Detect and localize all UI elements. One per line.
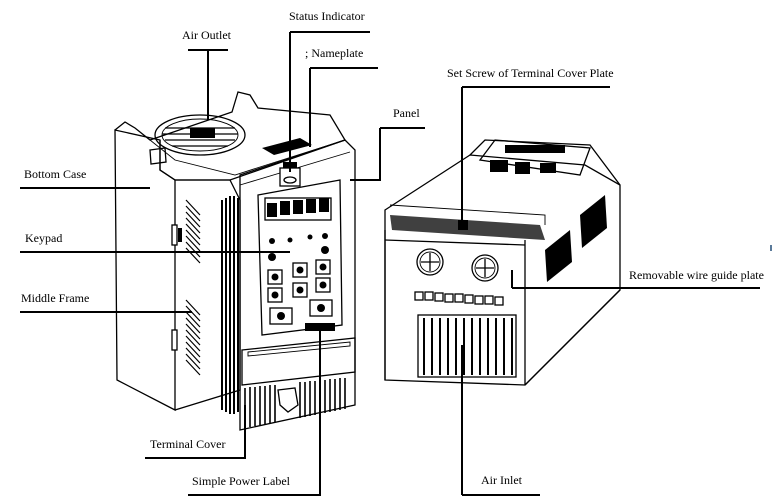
leader-terminal-cover bbox=[145, 405, 246, 459]
leader-simple-power-label bbox=[188, 330, 321, 496]
label-keypad: Keypad bbox=[25, 231, 63, 245]
air-outlet-fan-grille bbox=[154, 114, 246, 156]
keypad-shape bbox=[257, 179, 343, 336]
leader-lines bbox=[20, 31, 760, 496]
rear-body-shape bbox=[384, 154, 621, 386]
leader-air-outlet bbox=[188, 49, 228, 120]
leader-panel bbox=[350, 127, 425, 181]
leader-air-inlet bbox=[461, 345, 540, 496]
wire-entry-holes bbox=[416, 248, 499, 282]
label-air-inlet: Air Inlet bbox=[481, 473, 522, 487]
label-middle-frame: Middle Frame bbox=[21, 291, 90, 305]
set-screw bbox=[458, 220, 468, 230]
rear-view-unit bbox=[384, 139, 621, 386]
terminal-cover-shape bbox=[241, 337, 356, 386]
side-vent bbox=[185, 199, 201, 376]
front-panel-shape bbox=[239, 139, 356, 431]
label-air-outlet: Air Outlet bbox=[182, 28, 231, 42]
label-panel: Panel bbox=[393, 106, 420, 120]
leader-wire-guide-plate bbox=[511, 270, 760, 289]
edge-mark bbox=[770, 245, 772, 251]
air-inlet-grille bbox=[417, 314, 517, 378]
rear-side-vent-2 bbox=[580, 195, 607, 248]
rear-side-vent-1 bbox=[545, 230, 572, 282]
leader-status-indicator bbox=[289, 31, 370, 172]
leader-set-screw bbox=[461, 86, 610, 223]
top-vent bbox=[262, 138, 312, 155]
leader-nameplate bbox=[309, 67, 378, 147]
label-terminal-cover: Terminal Cover bbox=[150, 437, 226, 451]
bottom-case-shape bbox=[114, 129, 176, 412]
label-bottom-case: Bottom Case bbox=[24, 167, 87, 181]
label-wire-guide-plate: Removable wire guide plate bbox=[629, 268, 764, 282]
power-label-plate bbox=[305, 323, 335, 331]
wire-guide-comb bbox=[414, 291, 504, 306]
label-simple-power-label: Simple Power Label bbox=[192, 474, 290, 488]
label-status-indicator: Status Indicator bbox=[289, 9, 365, 23]
corner-strip bbox=[221, 196, 239, 414]
label-nameplate: ; Nameplate bbox=[305, 46, 364, 60]
label-set-screw: Set Screw of Terminal Cover Plate bbox=[447, 66, 614, 80]
front-view-unit bbox=[114, 91, 356, 431]
